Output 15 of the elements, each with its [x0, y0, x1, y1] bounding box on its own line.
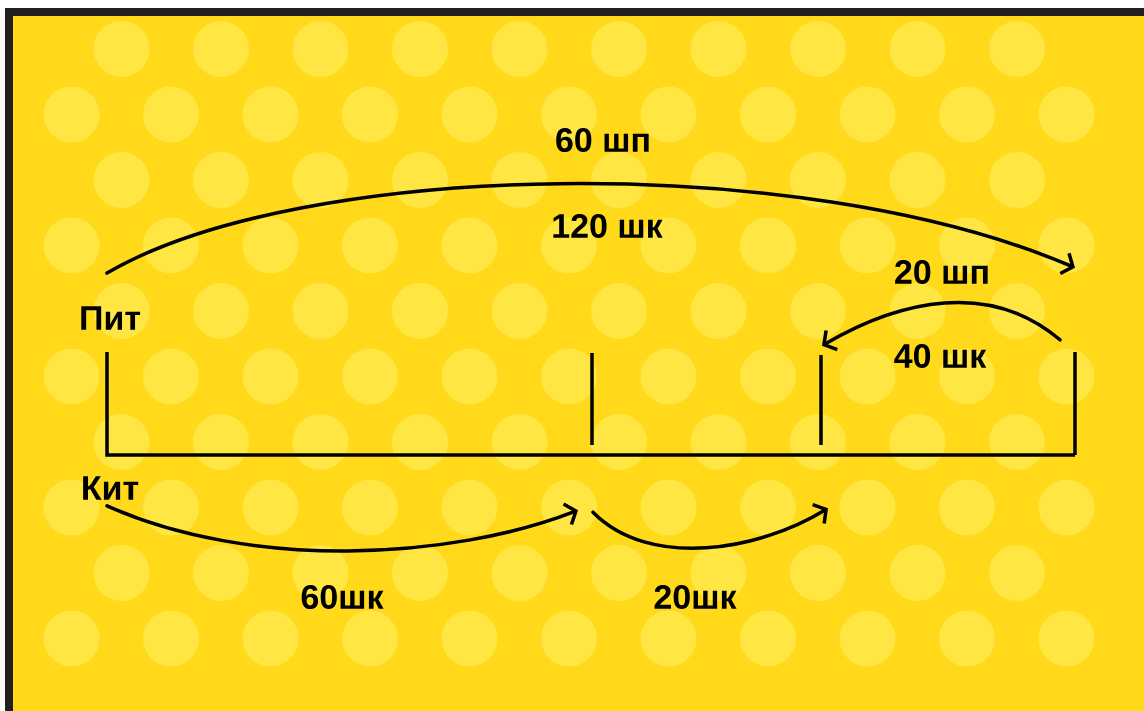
tick-mark	[590, 353, 594, 445]
arrow	[105, 502, 578, 553]
quantity-label: 60 шп	[556, 127, 649, 152]
quantity-label: 60шк	[301, 584, 384, 609]
name-label: Пит	[81, 306, 141, 330]
name-label: Кит	[83, 476, 139, 500]
quantity-label: 120 шк	[553, 213, 663, 238]
arrow	[105, 181, 1075, 275]
quantity-label: 20 шп	[895, 259, 988, 284]
quantity-label: 20шк	[654, 584, 737, 609]
arrow	[822, 300, 1062, 352]
tick-mark	[1073, 352, 1077, 455]
tick-mark	[819, 355, 823, 445]
quantity-label: 40 шк	[894, 343, 987, 368]
arrow	[591, 503, 828, 550]
